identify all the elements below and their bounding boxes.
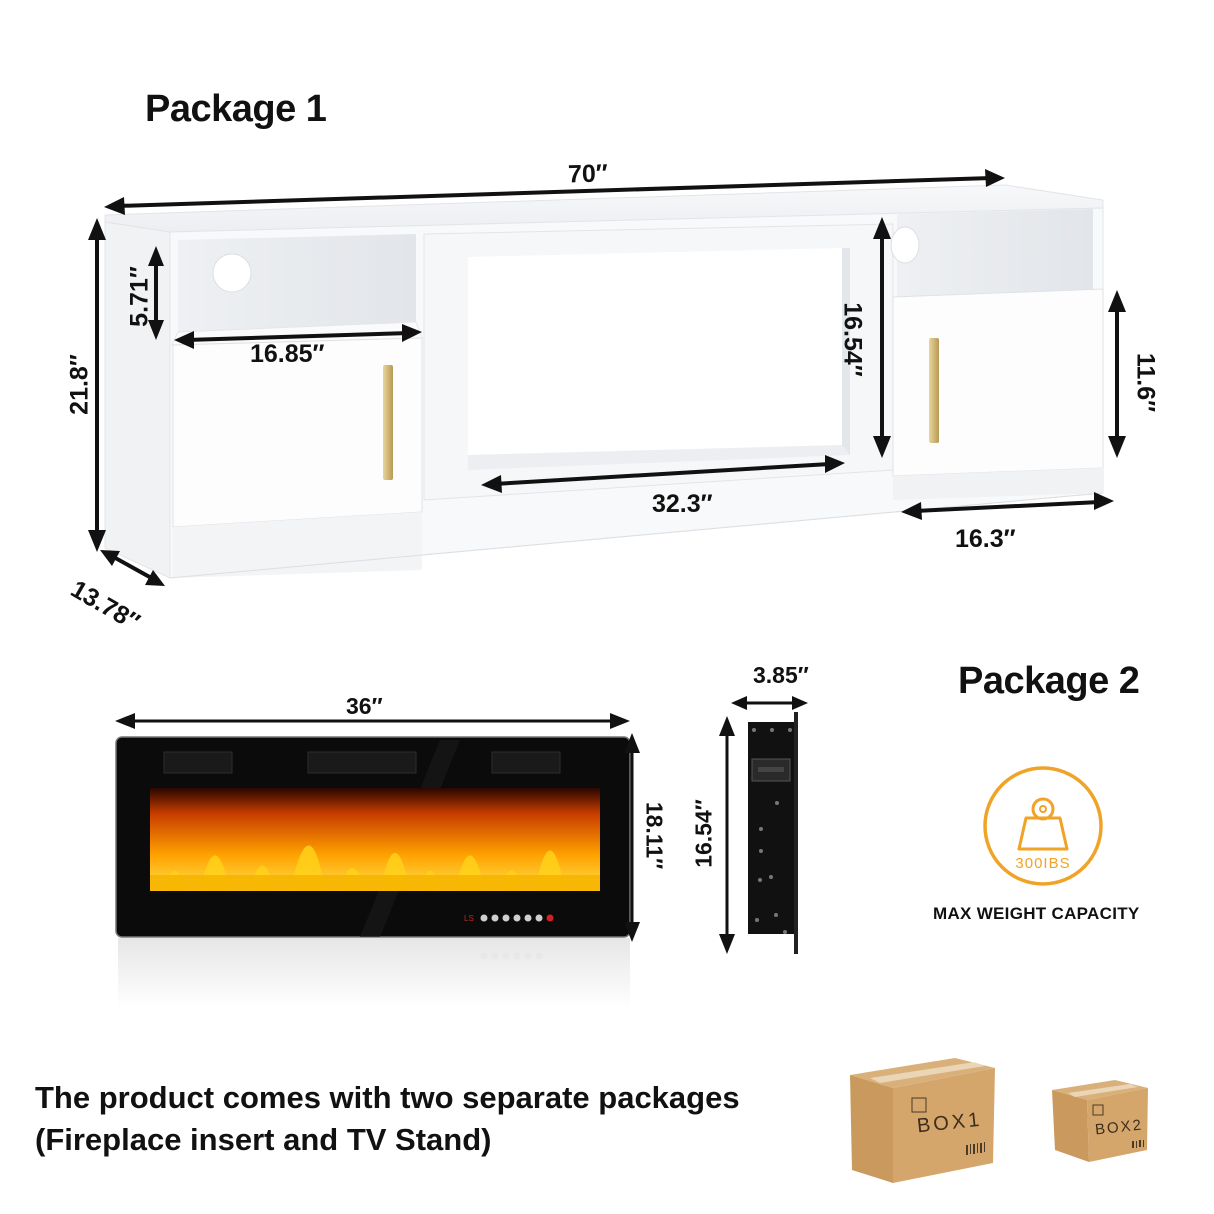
max-weight-label: MAX WEIGHT CAPACITY <box>933 904 1140 923</box>
caption: The product comes with two separate pack… <box>35 1077 740 1161</box>
weight-value: 300IBS <box>1015 855 1071 872</box>
opening-width-label: 32.3″ <box>652 490 713 518</box>
cabinet-width-right-label: 16.3″ <box>955 525 1016 553</box>
caption-line-1: The product comes with two separate pack… <box>35 1080 740 1115</box>
weight-badge: 300IBS <box>982 765 1104 887</box>
insert-width-label: 36″ <box>346 693 383 719</box>
caption-line-2: (Fireplace insert and TV Stand) <box>35 1122 492 1157</box>
cabinet-width-left-label: 16.85″ <box>250 340 325 368</box>
package-2-title: Package 2 <box>958 660 1140 702</box>
insert-depth-label: 3.85″ <box>753 662 809 688</box>
weight-icon <box>983 766 1103 886</box>
package-1-title: Package 1 <box>145 88 327 130</box>
svg-text:LS: LS <box>464 914 474 923</box>
